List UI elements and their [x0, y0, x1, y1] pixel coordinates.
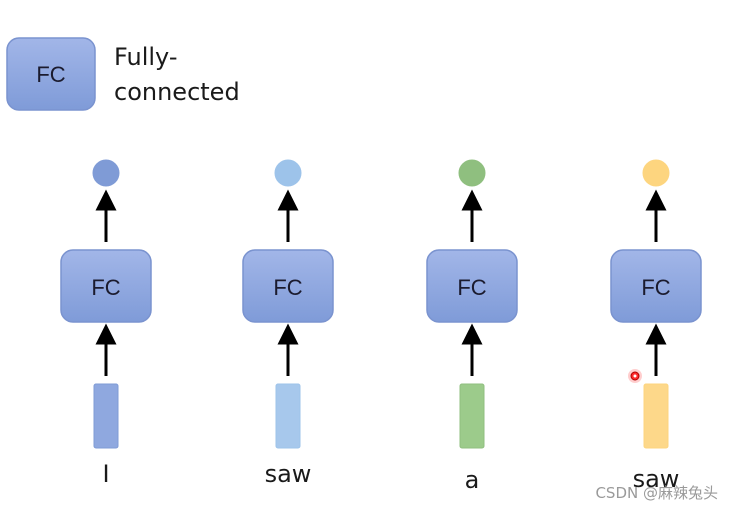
output-node	[458, 159, 486, 187]
legend: FC Fully- connected	[6, 37, 240, 111]
output-node	[92, 159, 120, 187]
input-vector	[459, 383, 485, 449]
input-word: saw	[633, 465, 680, 493]
fc-layer-box	[60, 249, 152, 323]
fc-layer-label: FC	[91, 275, 120, 300]
legend-description-line2: connected	[114, 78, 240, 106]
fc-layer-box	[610, 249, 702, 323]
input-vector	[643, 383, 669, 449]
input-word: a	[465, 466, 480, 494]
column-1: FC I	[60, 159, 152, 488]
columns: FC I FC saw FC a FC saw	[60, 159, 702, 494]
input-word: I	[102, 460, 109, 488]
fc-layer-box	[242, 249, 334, 323]
fc-layer-box	[426, 249, 518, 323]
legend-description-line1: Fully-	[114, 43, 177, 71]
input-word: saw	[265, 460, 312, 488]
fc-layer-label: FC	[457, 275, 486, 300]
watermark: CSDN @麻辣兔头	[595, 484, 718, 502]
input-vector	[275, 383, 301, 449]
input-vector	[93, 383, 119, 449]
pointer-marker	[628, 369, 642, 383]
column-4: FC saw	[610, 159, 702, 493]
fc-layer-label: FC	[273, 275, 302, 300]
legend-fc-label: FC	[36, 62, 65, 87]
fc-layer-label: FC	[641, 275, 670, 300]
legend-fc-box	[6, 37, 96, 111]
column-2: FC saw	[242, 159, 334, 488]
output-node	[274, 159, 302, 187]
output-node	[642, 159, 670, 187]
column-3: FC a	[426, 159, 518, 494]
